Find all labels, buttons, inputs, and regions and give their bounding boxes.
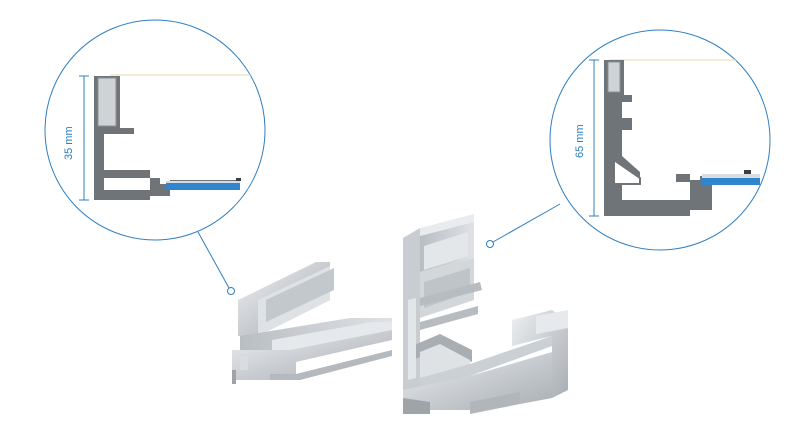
right-dimension-line — [589, 59, 599, 217]
large-profile-render — [403, 214, 568, 414]
left-dimension-line — [79, 75, 89, 201]
left-callout: 35 mm — [44, 19, 266, 295]
right-dimension-label: 65 mm — [574, 124, 586, 158]
left-profile-cross-section — [94, 74, 265, 200]
left-leader-line — [197, 231, 230, 289]
right-leader-line — [492, 203, 561, 243]
left-dimension-label: 35 mm — [63, 126, 75, 160]
right-callout: 65 mm — [486, 29, 771, 251]
right-profile-cross-section — [604, 59, 770, 216]
right-leader-dot — [486, 240, 494, 248]
left-leader-dot — [227, 287, 235, 295]
small-profile-render — [232, 262, 392, 384]
